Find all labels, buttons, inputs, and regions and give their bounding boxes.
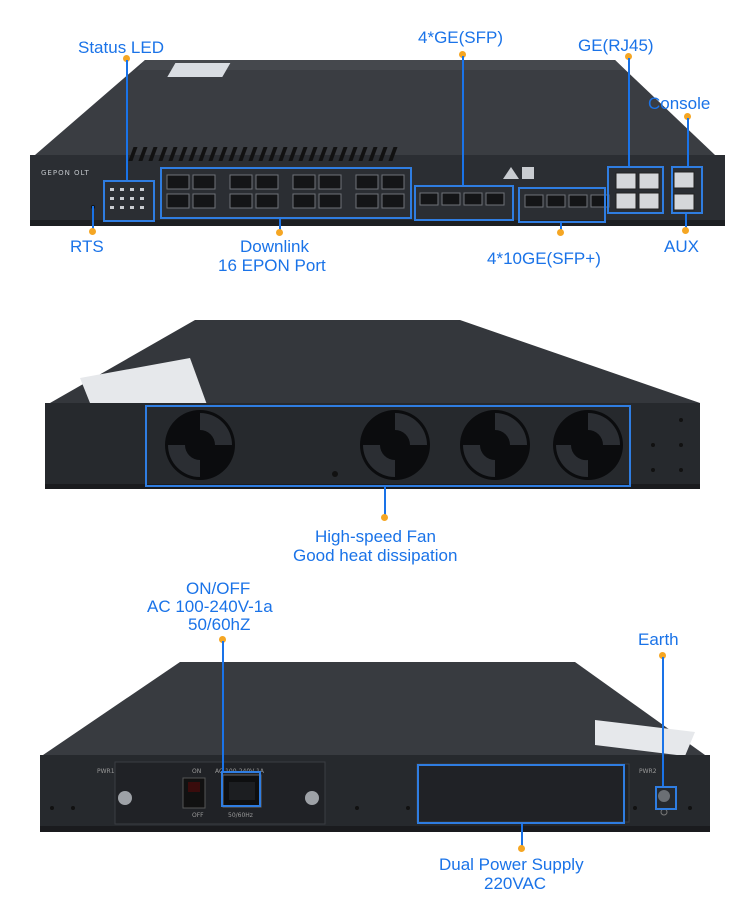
rear-power-panel-image: PWR1 PWR2 ON OFF AC 100-240V-1A 50/60Hz	[35, 660, 715, 840]
dual-power-pin	[518, 845, 525, 852]
earth-label: Earth	[638, 630, 679, 649]
ge-sfp-leader	[462, 56, 464, 185]
dual-power-leader	[521, 824, 523, 848]
onoff-leader	[222, 641, 224, 771]
rts-label: RTS	[70, 237, 104, 256]
downlink-ports-box	[160, 167, 412, 219]
ac-rating-label: AC 100-240V-1a	[147, 597, 273, 616]
rts-pin	[89, 228, 96, 235]
pwr2-text: PWR2	[639, 768, 657, 775]
rts-leader	[92, 206, 94, 232]
socket-freq-text: 50/60Hz	[228, 812, 253, 819]
switch-off-text: OFF	[192, 812, 204, 819]
aux-leader	[685, 214, 687, 230]
ge-rj45-pin	[625, 53, 632, 60]
xge-leader	[560, 223, 562, 233]
rear-fan-panel-image	[40, 318, 705, 498]
onoff-label: ON/OFF	[186, 579, 251, 598]
aux-pin	[682, 227, 689, 234]
frequency-label: 50/60hZ	[188, 615, 251, 634]
status-led-box	[103, 180, 155, 222]
console-pin	[684, 113, 691, 120]
fan-pin	[381, 514, 388, 521]
front-panel-image: GEPON OLT	[25, 55, 730, 235]
pwr1-text: PWR1	[97, 768, 115, 775]
fan-box	[145, 405, 631, 487]
status-led-leader	[126, 60, 128, 180]
xge-pin	[557, 229, 564, 236]
earth-pin	[659, 652, 666, 659]
console-label: Console	[648, 94, 711, 113]
console-leader	[687, 118, 689, 166]
fan-label: High-speed Fan	[315, 527, 436, 546]
earth-box	[655, 786, 677, 810]
aux-label: AUX	[664, 237, 699, 256]
ge-sfp-pin	[459, 51, 466, 58]
device-model-text: GEPON OLT	[41, 169, 90, 177]
voltage-label: 220VAC	[484, 874, 547, 893]
xge-sfp-plus-box	[518, 187, 606, 223]
fan-leader	[384, 487, 386, 517]
downlink-pin	[276, 229, 283, 236]
console-aux-box	[671, 166, 703, 214]
ge-sfp-box	[414, 185, 514, 221]
fan-subtitle: Good heat dissipation	[293, 546, 458, 565]
dual-power-box	[417, 764, 625, 824]
downlink-label: Downlink	[240, 237, 309, 256]
ge-rj45-leader	[628, 58, 630, 166]
ge-sfp-label: 4*GE(SFP)	[418, 28, 504, 47]
ge-rj45-box	[607, 166, 664, 214]
earth-leader	[662, 657, 664, 786]
onoff-pin	[219, 636, 226, 643]
xge-label: 4*10GE(SFP+)	[487, 249, 601, 268]
dual-power-label: Dual Power Supply	[439, 855, 584, 874]
power-socket-box	[221, 771, 261, 807]
downlink-leader	[279, 219, 281, 233]
downlink-ports-label: 16 EPON Port	[218, 256, 326, 275]
ge-rj45-label: GE(RJ45)	[578, 36, 654, 55]
switch-on-text: ON	[192, 768, 202, 775]
status-led-pin	[123, 55, 130, 62]
status-led-label: Status LED	[78, 38, 164, 57]
